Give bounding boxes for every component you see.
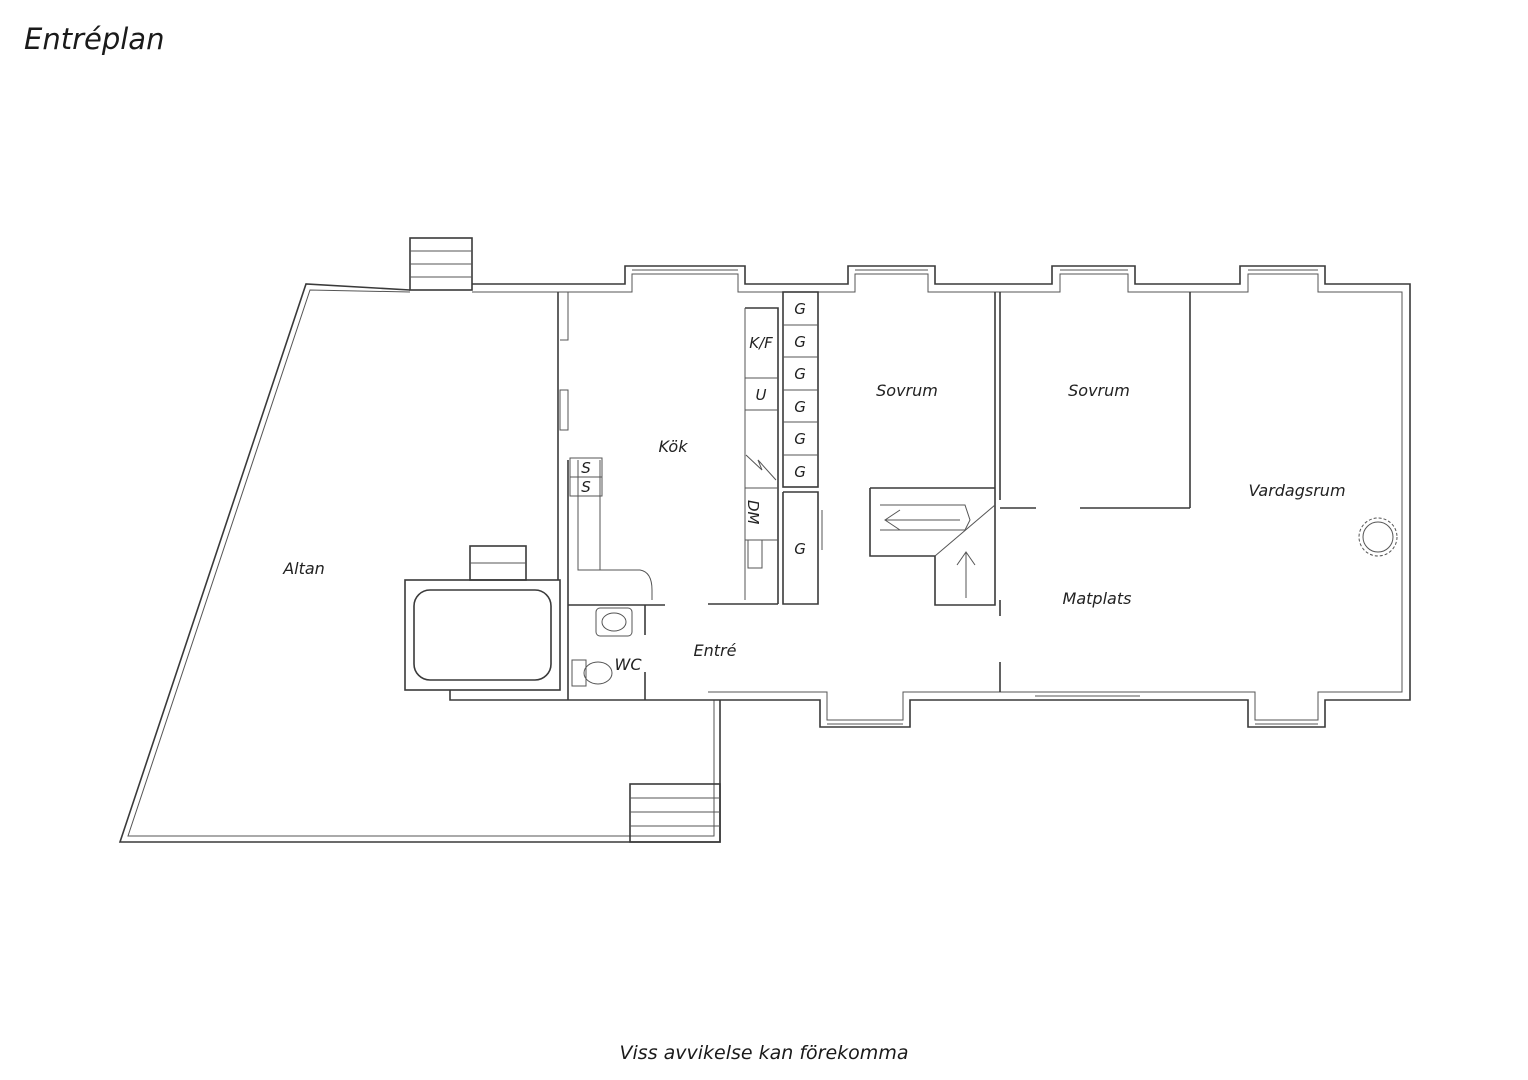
room-label-sovrum-2: Sovrum [1068,381,1130,400]
inner-walls [557,291,1398,700]
plan-title: Entréplan [24,22,165,56]
room-label-kok: Kök [659,437,689,456]
room-label-entre: Entré [694,641,737,660]
fixture-label-g7: G [794,540,806,558]
fixture-label-g4: G [794,398,806,416]
fixture-label-g5: G [794,430,806,448]
altan-outline [118,283,721,843]
steps-top [409,237,473,291]
hot-tub [404,545,561,691]
fixture-label-s2: S [581,478,591,496]
fixture-label-g6: G [794,463,806,481]
steps-bottom [629,783,721,843]
room-label-vardagsrum: Vardagsrum [1248,481,1345,500]
fixture-label-g3: G [794,365,806,383]
room-label-matplats: Matplats [1063,589,1132,608]
fixture-label-s1: S [581,459,591,477]
room-label-altan: Altan [282,559,325,578]
room-label-sovrum-1: Sovrum [876,381,938,400]
disclaimer-footer: Viss avvikelse kan förekomma [619,1042,909,1064]
fixture-label-g2: G [794,333,806,351]
fixture-label-u: U [756,386,767,404]
room-label-wc: WC [615,655,643,674]
fixture-label-g1: G [794,300,806,318]
fixture-label-kf: K/F [749,334,773,352]
fixture-label-dm: DM [744,500,762,525]
